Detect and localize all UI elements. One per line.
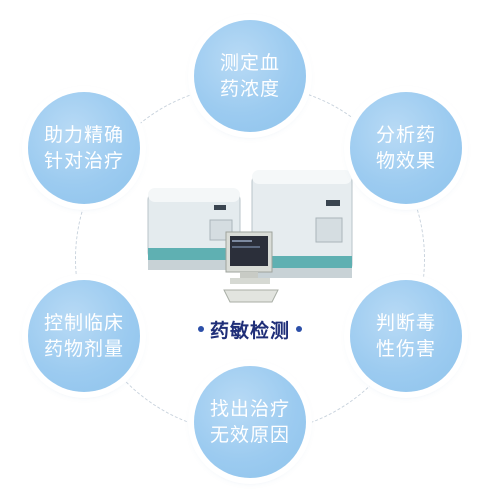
node-line: 找出治疗 bbox=[209, 398, 290, 420]
node-measure-blood-drug-concentration: 测定血 药浓度 bbox=[194, 20, 306, 132]
center-label: 药敏检测 bbox=[180, 314, 320, 344]
node-analyze-drug-effect: 分析药 物效果 bbox=[350, 92, 462, 204]
node-line: 针对治疗 bbox=[43, 150, 124, 172]
node-precise-targeted-treatment: 助力精确 针对治疗 bbox=[28, 92, 140, 204]
right-analyzer bbox=[251, 170, 353, 278]
right-dot bbox=[296, 326, 302, 332]
keyboard bbox=[223, 289, 279, 303]
node-find-treatment-failure-cause: 找出治疗 无效原因 bbox=[194, 366, 306, 478]
node-line: 测定血 bbox=[219, 52, 280, 74]
node-line: 药浓度 bbox=[219, 78, 280, 100]
left-dot bbox=[197, 326, 204, 332]
center-label-text: 药敏检测 bbox=[209, 319, 290, 342]
node-line: 助力精确 bbox=[43, 124, 124, 146]
node-line: 无效原因 bbox=[209, 424, 290, 446]
node-line: 性伤害 bbox=[375, 338, 436, 360]
node-line: 药物剂量 bbox=[43, 338, 124, 360]
left-analyzer bbox=[147, 188, 241, 270]
node-control-clinical-dosage: 控制临床 药物剂量 bbox=[28, 280, 140, 392]
node-line: 分析药 bbox=[375, 124, 436, 146]
node-judge-toxicity: 判断毒 性伤害 bbox=[350, 280, 462, 392]
node-line: 物效果 bbox=[375, 150, 436, 172]
computer-monitor bbox=[225, 231, 273, 284]
node-line: 判断毒 bbox=[375, 312, 436, 334]
node-line: 控制临床 bbox=[43, 312, 124, 334]
lab-analyzer-illustration bbox=[147, 170, 353, 303]
